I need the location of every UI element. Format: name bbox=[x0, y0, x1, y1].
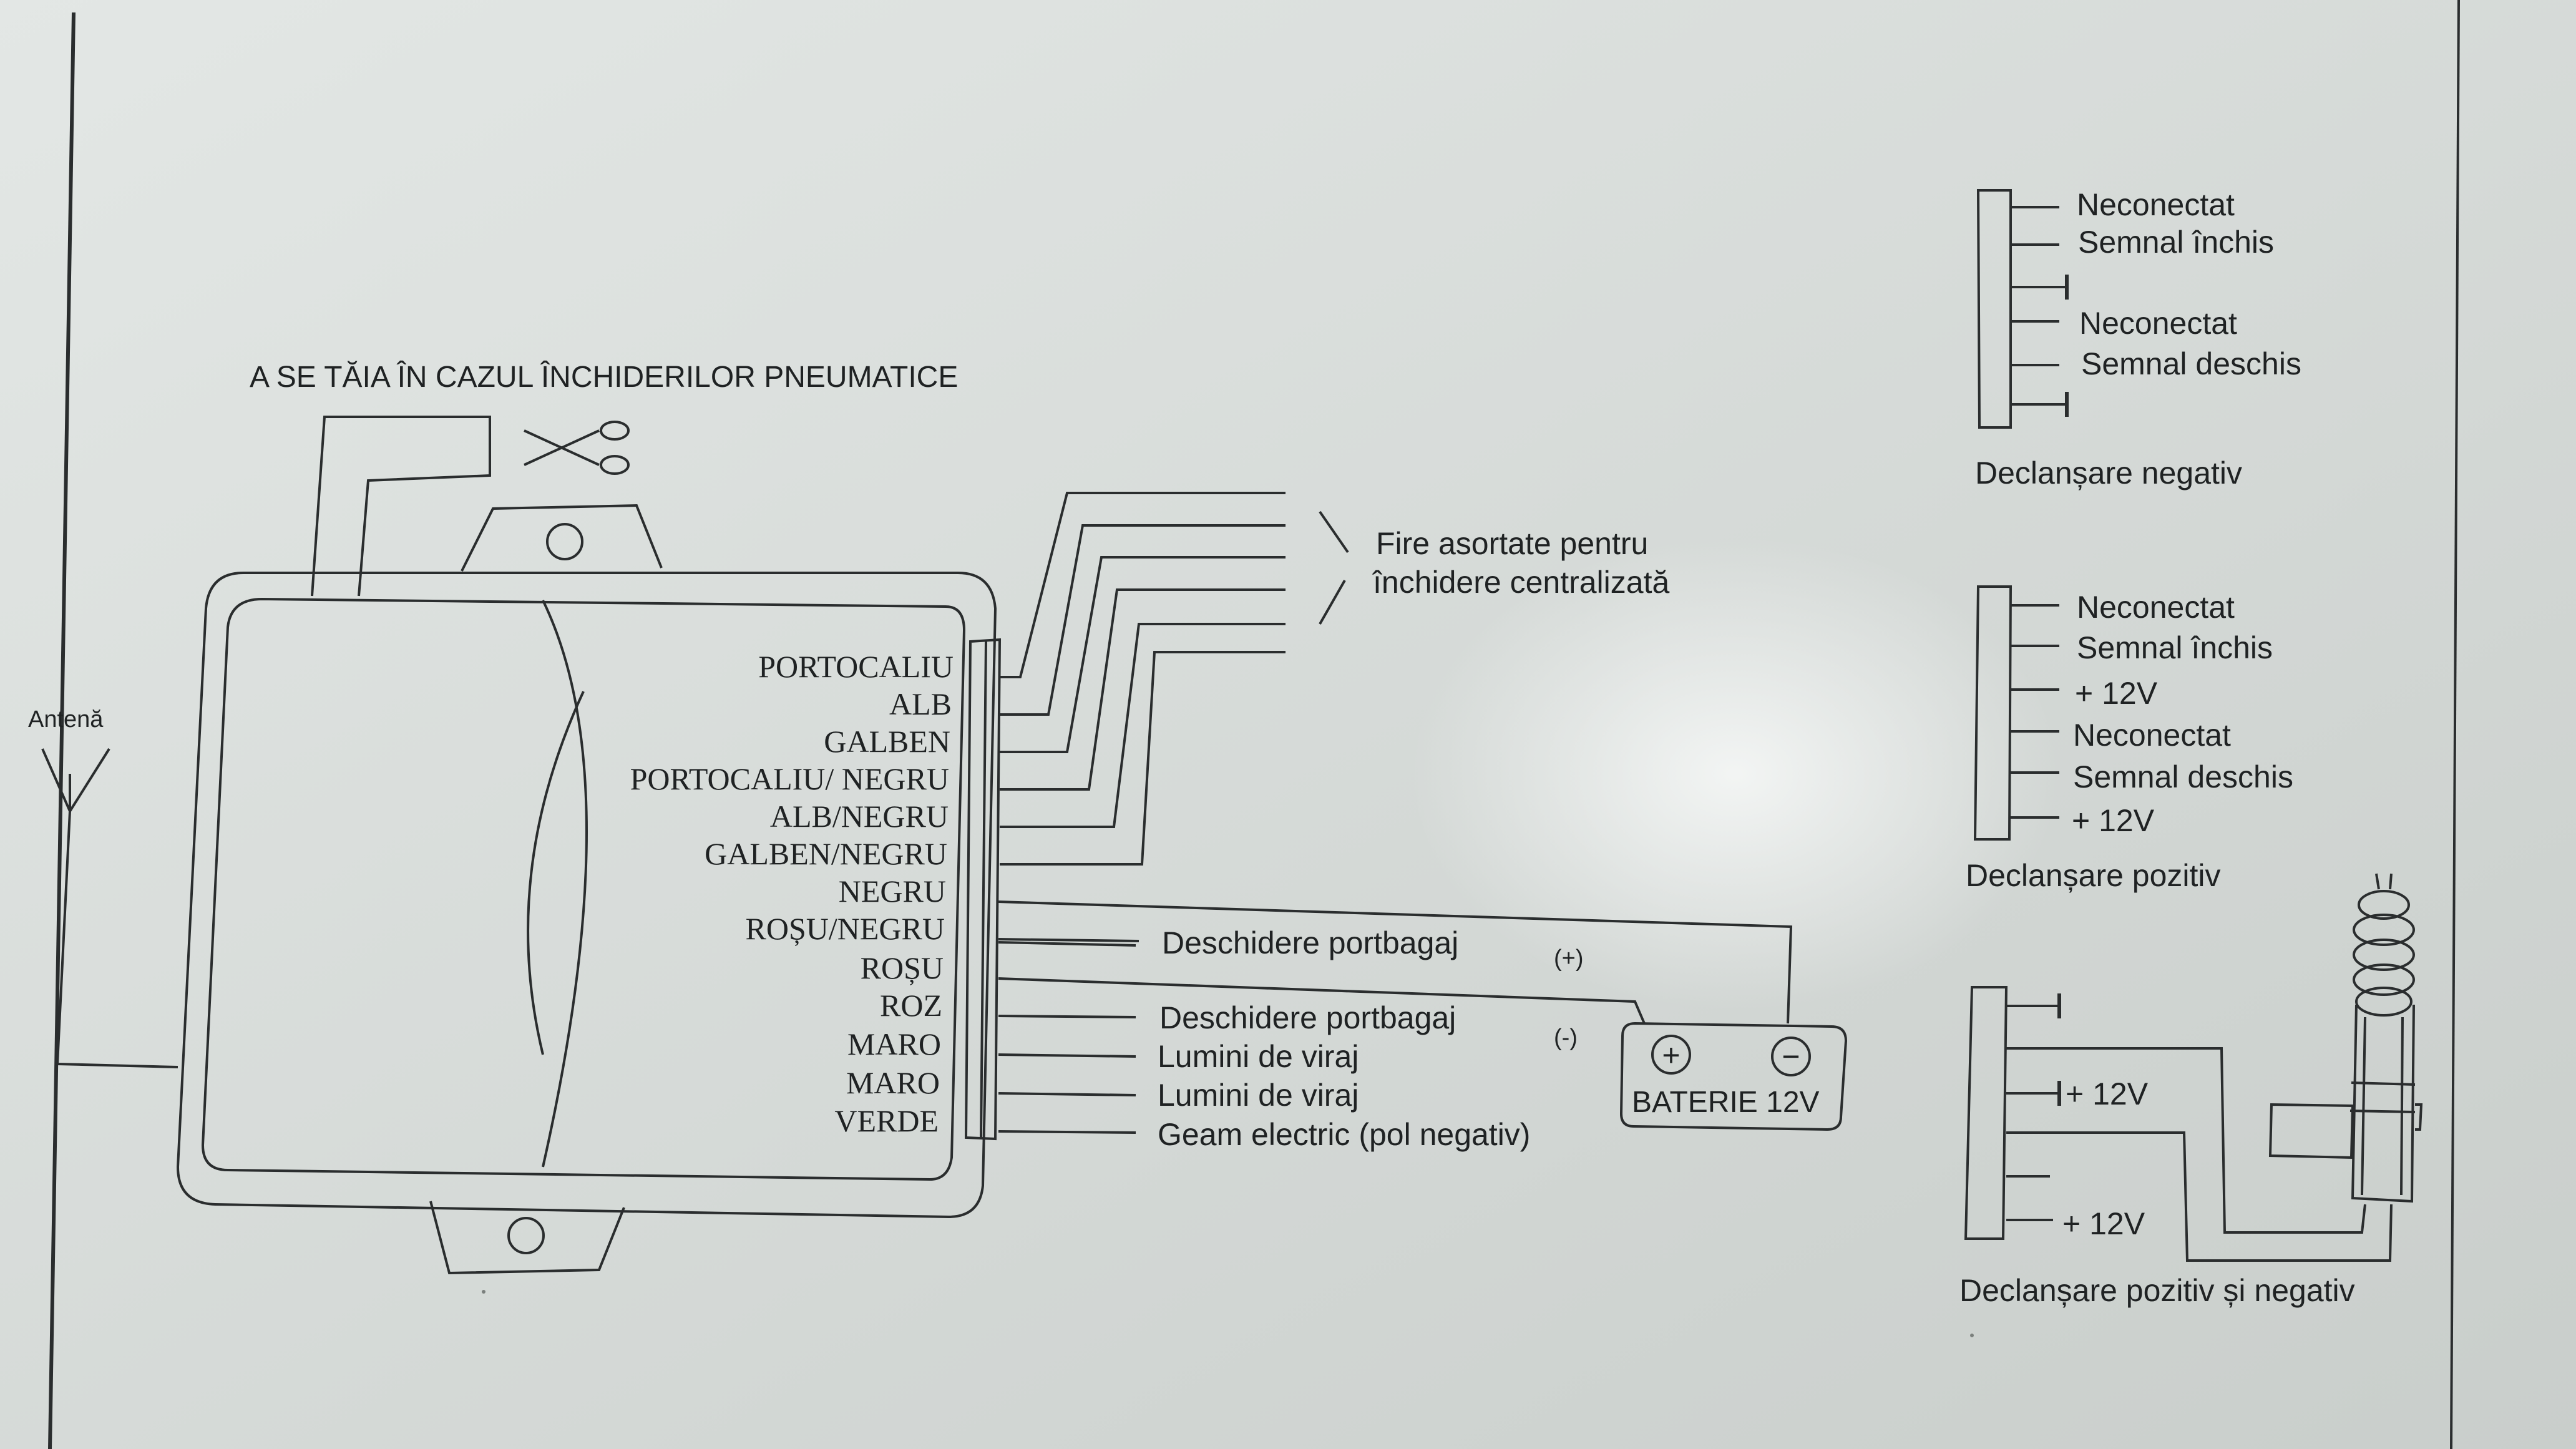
pos-trigger-caption: Declanșare pozitiv bbox=[1966, 858, 2221, 893]
mount-hole-top bbox=[546, 523, 583, 560]
dual-pin-label: + 12V bbox=[2066, 1076, 2149, 1111]
antenna-icon bbox=[41, 748, 110, 812]
turn-signal-1-label: Lumini de viraj bbox=[1158, 1039, 1359, 1074]
page-frame-left bbox=[48, 12, 76, 1449]
speck bbox=[1970, 1334, 1974, 1337]
negative-trigger-diagram: Neconectat Semnal închis Neconectat Semn… bbox=[1975, 187, 2301, 490]
pos-pin-label: + 12V bbox=[2072, 803, 2155, 838]
wire-label: GALBEN bbox=[824, 724, 950, 759]
cut-wire-loop bbox=[311, 416, 491, 597]
pos-pin-label: Neconectat bbox=[2073, 718, 2231, 753]
page-frame-right bbox=[2450, 0, 2460, 1449]
control-unit-inner bbox=[201, 597, 966, 1181]
trunk-minus-label: Deschidere portbagaj bbox=[1159, 1000, 1456, 1035]
wire-label: ROZ bbox=[880, 988, 942, 1023]
antenna-wire bbox=[56, 811, 178, 1068]
wire-label: PORTOCALIU bbox=[758, 649, 954, 684]
dual-trigger-diagram: + 12V + 12V Declanșare pozitiv și negati… bbox=[1959, 873, 2423, 1308]
antenna-label: Antenă bbox=[28, 706, 104, 733]
scissors-icon bbox=[524, 421, 630, 475]
battery-plus-symbol: + bbox=[1662, 1038, 1680, 1073]
assorted-wires-label-line2: închidere centralizată bbox=[1372, 565, 1669, 600]
battery-minus-icon bbox=[1771, 1037, 1811, 1076]
wire-label: ROȘU/NEGRU bbox=[746, 911, 945, 946]
turn-signal-2-label: Lumini de viraj bbox=[1158, 1078, 1359, 1113]
battery-minus-symbol: − bbox=[1782, 1039, 1800, 1074]
wire-label: ALB/NEGRU bbox=[770, 799, 949, 834]
control-unit-label-divider bbox=[542, 600, 588, 1168]
battery-label: BATERIE 12V bbox=[1632, 1086, 1820, 1119]
cut-note: A SE TĂIA ÎN CAZUL ÎNCHIDERILOR PNEUMATI… bbox=[250, 361, 958, 394]
wire-label: ROȘU bbox=[861, 950, 944, 985]
light-glare bbox=[1410, 537, 2059, 1011]
neg-trigger-caption: Declanșare negativ bbox=[1975, 456, 2242, 490]
dual-trigger-caption: Declanșare pozitiv și negativ bbox=[1959, 1273, 2355, 1308]
central-lock-wires bbox=[1000, 492, 1286, 866]
dual-connector-bar bbox=[1964, 986, 2008, 1240]
pos-connector-bar bbox=[1973, 585, 2012, 841]
control-unit-label-divider-inner bbox=[527, 691, 585, 1055]
wire-label: ALB bbox=[889, 686, 952, 721]
assorted-wires-label-line1: Fire asortate pentru bbox=[1376, 526, 1648, 561]
wire-label: NEGRU bbox=[839, 874, 946, 909]
neg-connector-bar bbox=[1976, 189, 2012, 429]
connector-block-inner bbox=[980, 641, 987, 1138]
pos-pin-label: Semnal închis bbox=[2077, 630, 2273, 665]
wire-label: MARO bbox=[847, 1027, 941, 1061]
neg-pin-label: Semnal deschis bbox=[2081, 346, 2301, 381]
lock-actuator-icon bbox=[2268, 873, 2423, 1203]
speck bbox=[482, 1290, 485, 1294]
pos-pin-label: + 12V bbox=[2075, 676, 2158, 711]
trunk-plus-label: Deschidere portbagaj bbox=[1162, 925, 1458, 960]
wire-labels: PORTOCALIU ALB GALBEN PORTOCALIU/ NEGRU … bbox=[630, 649, 954, 1138]
battery: + − BATERIE 12V bbox=[1619, 1022, 1848, 1131]
wire-label: MARO bbox=[846, 1065, 940, 1100]
connector-block bbox=[964, 638, 1002, 1141]
mount-tab-top bbox=[461, 504, 663, 572]
neg-pin-label: Neconectat bbox=[2077, 187, 2235, 222]
assorted-bracket-icon bbox=[1319, 510, 1349, 625]
pos-pin-label: Semnal deschis bbox=[2073, 759, 2293, 794]
pos-pin-label: Neconectat bbox=[2077, 590, 2235, 625]
control-unit-outer bbox=[176, 572, 997, 1219]
dual-pin-label: + 12V bbox=[2062, 1206, 2145, 1241]
neg-pin-label: Semnal închis bbox=[2078, 225, 2274, 260]
trunk-minus-sign: (-) bbox=[1554, 1025, 1578, 1051]
output-wires bbox=[998, 900, 1793, 1134]
battery-outline bbox=[1619, 1022, 1848, 1131]
power-window-label: Geam electric (pol negativ) bbox=[1158, 1117, 1530, 1152]
positive-trigger-diagram: Neconectat Semnal închis + 12V Neconecta… bbox=[1966, 585, 2293, 893]
trunk-plus-sign: (+) bbox=[1554, 945, 1584, 972]
neg-pin-label: Neconectat bbox=[2079, 306, 2237, 341]
mount-hole-bottom bbox=[507, 1217, 545, 1254]
wire-label: GALBEN/NEGRU bbox=[705, 836, 947, 871]
wire-label: PORTOCALIU/ NEGRU bbox=[630, 761, 949, 796]
mount-tab-bottom bbox=[429, 1201, 625, 1275]
battery-plus-icon bbox=[1651, 1035, 1691, 1075]
wire-label: VERDE bbox=[834, 1103, 939, 1138]
